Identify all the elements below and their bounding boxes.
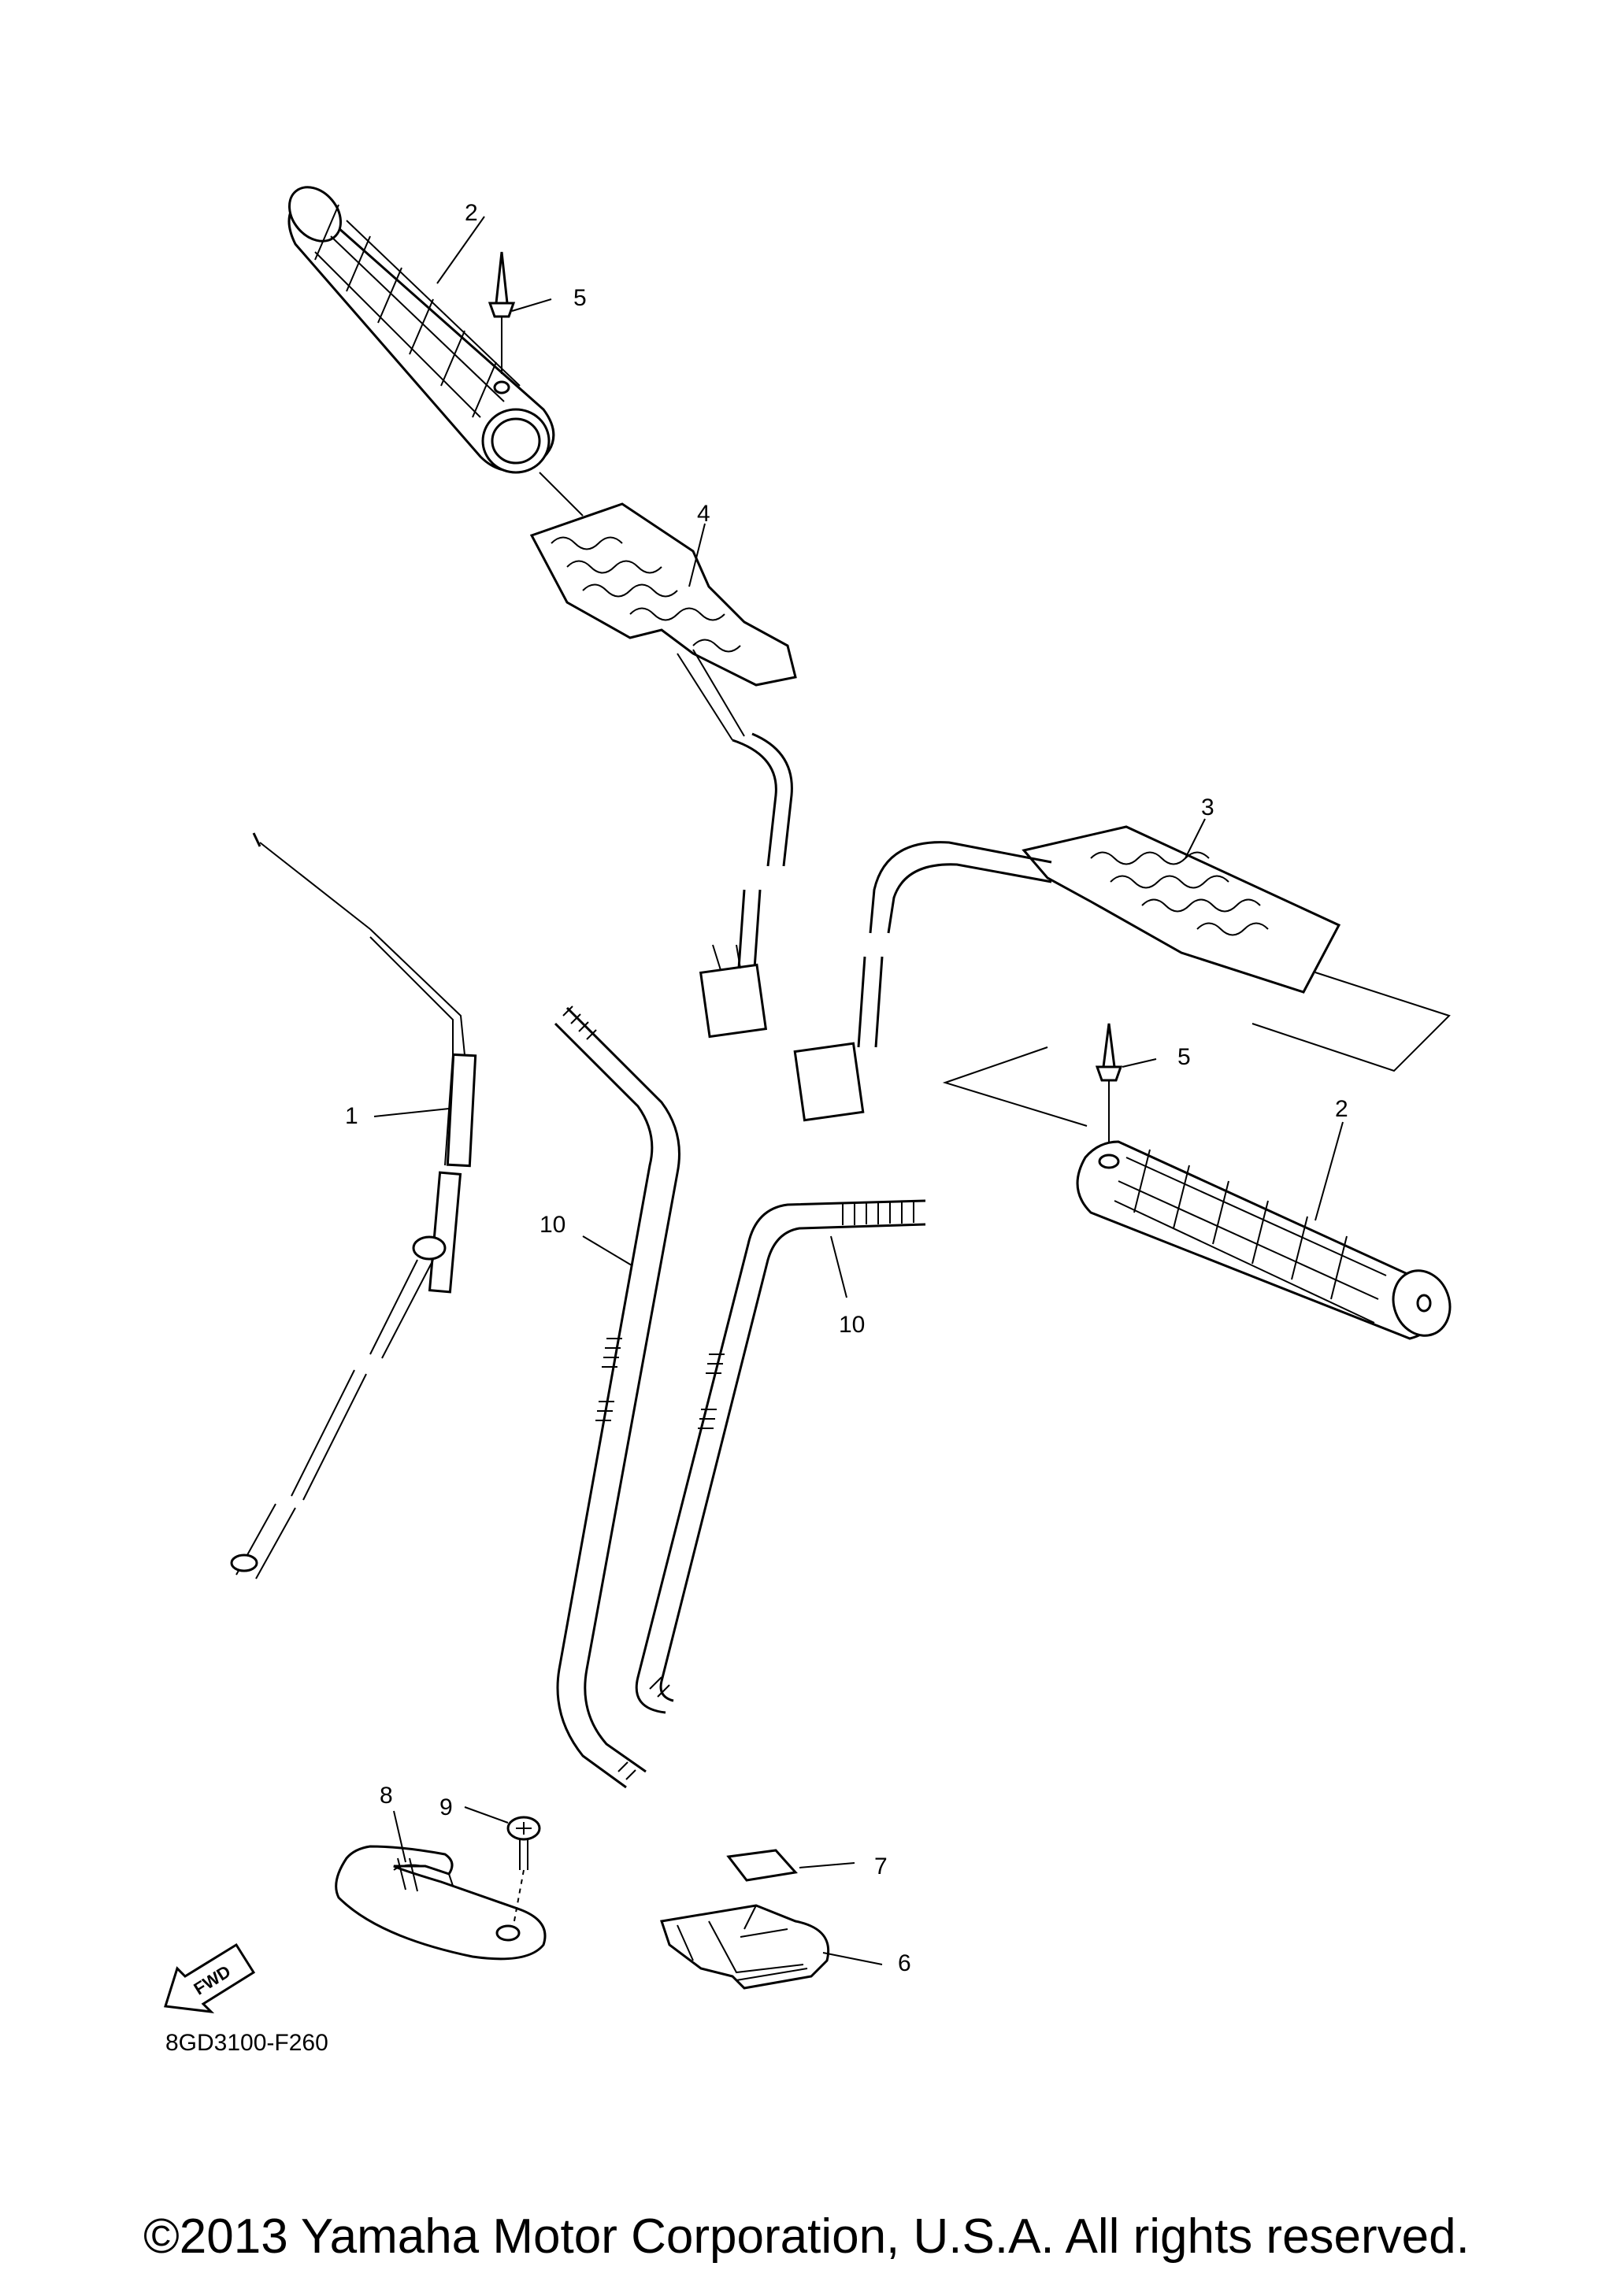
- callout-2-upper: 2: [465, 200, 478, 226]
- right-handlebar-wire: [635, 1199, 926, 1714]
- callout-9: 9: [439, 1794, 453, 1820]
- callout-8: 8: [380, 1783, 393, 1809]
- callout-7: 7: [874, 1853, 888, 1879]
- leader-line: [1185, 818, 1206, 859]
- leader-line: [688, 523, 706, 587]
- bracket: [335, 1845, 547, 1961]
- left-handlebar-wire: [554, 1005, 680, 1789]
- leader-line: [464, 1806, 509, 1824]
- leader-line: [822, 1952, 883, 1965]
- callout-4: 4: [697, 501, 710, 527]
- leader-line: [373, 1108, 450, 1117]
- copyright-notice: ©2013 Yamaha Motor Corporation, U.S.A. A…: [143, 2209, 1470, 2264]
- callout-5-upper: 5: [573, 285, 587, 311]
- callout-10-right: 10: [839, 1312, 865, 1338]
- callout-2-lower: 2: [1335, 1096, 1348, 1122]
- upper-rivet: [488, 251, 516, 374]
- lower-grip: [1076, 1140, 1452, 1340]
- upper-grip-heater: [529, 502, 797, 1039]
- leader-line: [582, 1235, 632, 1266]
- leader-line: [1122, 1058, 1157, 1068]
- lower-grip-heater: [793, 825, 1341, 1122]
- throttle-cable: [230, 832, 477, 1579]
- callout-5-lower: 5: [1177, 1044, 1191, 1070]
- callout-3: 3: [1201, 794, 1214, 820]
- leader-line: [799, 1862, 855, 1868]
- forward-arrow-icon: FWD: [164, 1942, 256, 2014]
- leader-line: [511, 298, 552, 312]
- leader-line: [436, 216, 485, 284]
- upper-grip: [287, 186, 555, 474]
- callout-1: 1: [345, 1103, 358, 1129]
- leader-line: [393, 1810, 406, 1863]
- drawing-code: 8GD3100-F260: [165, 2030, 328, 2056]
- leader-line: [1315, 1121, 1344, 1221]
- leader-line: [830, 1235, 847, 1298]
- switch-housing: [660, 1904, 830, 1990]
- label-plate: [726, 1849, 798, 1882]
- lower-rivet: [1095, 1023, 1123, 1146]
- callout-6: 6: [898, 1950, 911, 1976]
- callout-10-left: 10: [540, 1212, 565, 1238]
- screw: [506, 1816, 541, 1926]
